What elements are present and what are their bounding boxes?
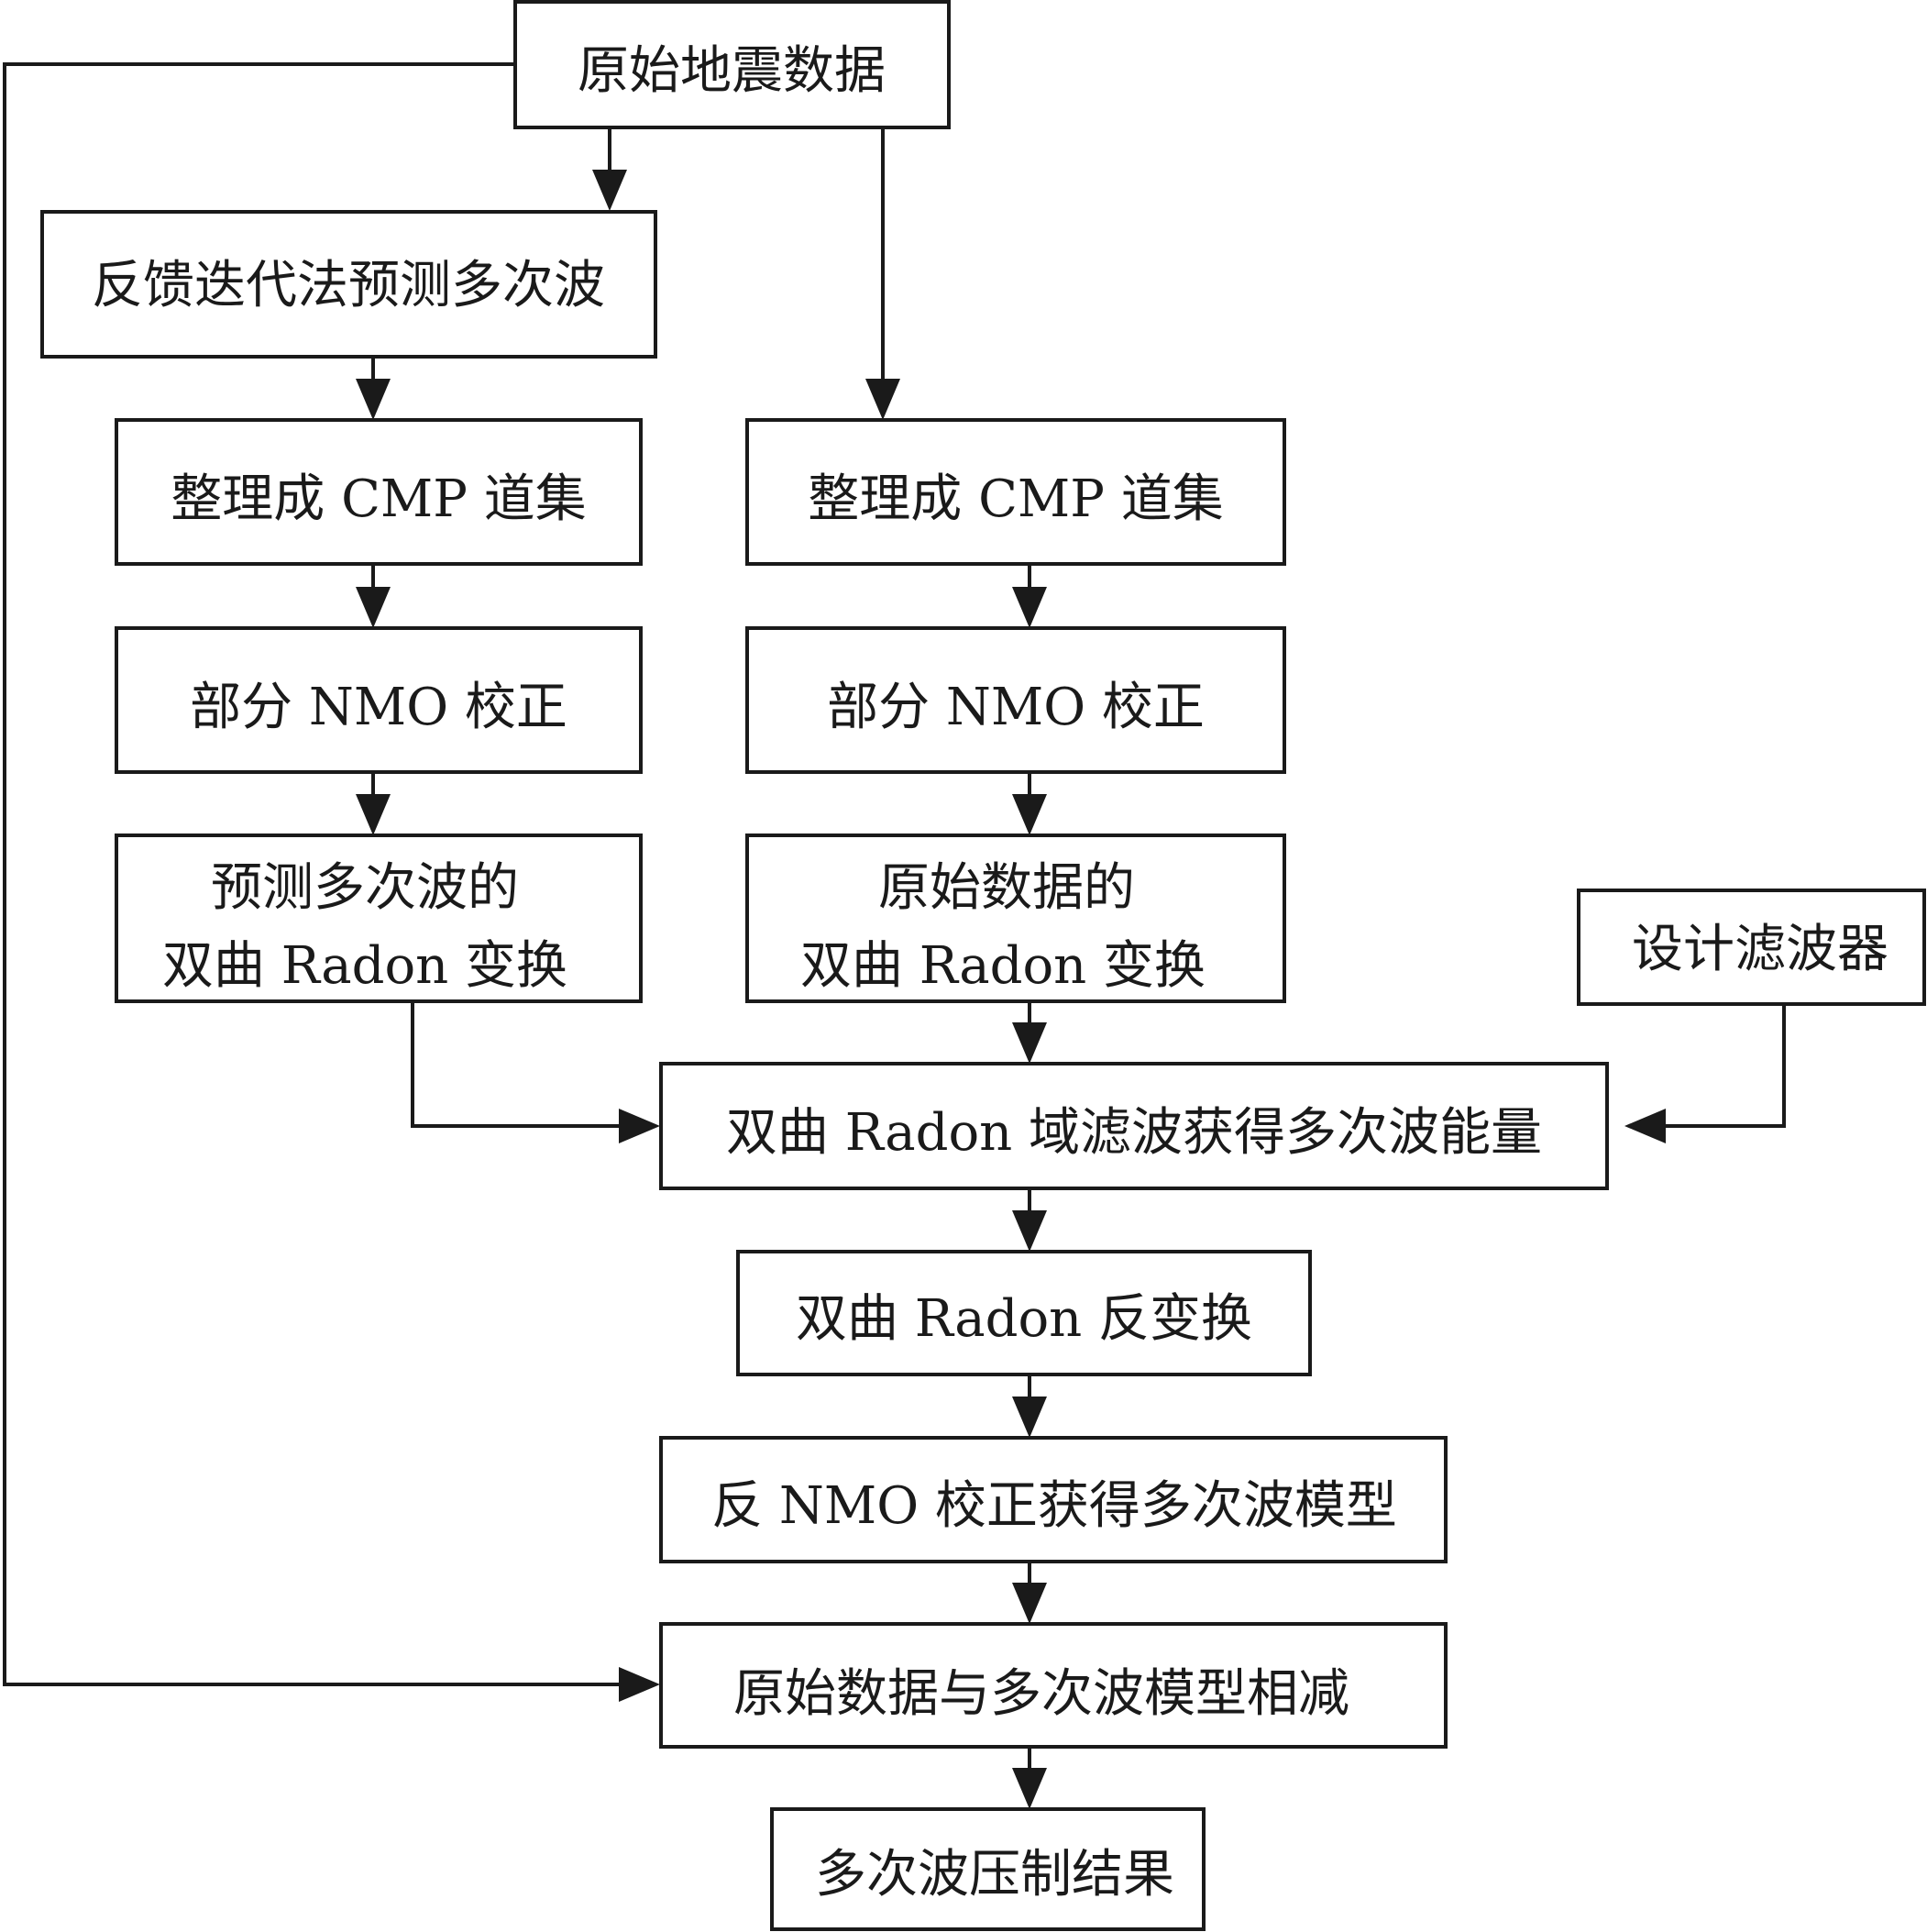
node-box [115, 834, 643, 1003]
node-label: 反馈迭代法预测多次波 [92, 256, 605, 315]
node-inverse-radon: 双曲 Radon 反变换 [736, 1250, 1312, 1376]
node-nmo-right: 部分 NMO 校正 [745, 626, 1286, 774]
node-label: 多次波压制结果 [815, 1845, 1174, 1904]
arrowhead [1624, 1109, 1666, 1143]
node-label: 原始地震数据 [578, 41, 886, 101]
node-box [659, 1622, 1448, 1749]
node-box [745, 418, 1286, 566]
arrowhead [356, 587, 391, 628]
node-box [770, 1807, 1206, 1931]
node-label-line-2: 双曲 Radon 变换 [162, 936, 567, 996]
node-box [745, 626, 1286, 774]
node-box [513, 0, 951, 129]
node-radon-left: 预测多次波的 双曲 Radon 变换 [115, 834, 643, 1003]
node-subtract: 原始数据与多次波模型相减 [659, 1622, 1448, 1749]
node-label: 设计滤波器 [1632, 920, 1888, 979]
edge-raw-to-subtract [3, 62, 625, 1686]
edge-design-to-filter [1659, 1005, 1786, 1128]
node-box [659, 1436, 1448, 1563]
arrowhead [1012, 1022, 1047, 1064]
node-label: 整理成 CMP 道集 [171, 469, 586, 529]
node-cmp-left: 整理成 CMP 道集 [115, 418, 643, 566]
connectors [3, 62, 1786, 1809]
node-cmp-right: 整理成 CMP 道集 [745, 418, 1286, 566]
node-box [1577, 889, 1926, 1006]
node-label: 整理成 CMP 道集 [808, 469, 1223, 529]
node-nmo-left: 部分 NMO 校正 [115, 626, 643, 774]
arrowhead [619, 1667, 660, 1702]
arrowhead [1012, 1210, 1047, 1252]
node-label: 原始数据与多次波模型相减 [733, 1664, 1349, 1724]
node-box [115, 418, 643, 566]
arrowhead [1012, 587, 1047, 628]
node-raw-data: 原始地震数据 [513, 0, 951, 129]
node-box [659, 1062, 1609, 1190]
node-label-line-1: 原始数据的 [878, 858, 1135, 918]
node-inverse-nmo: 反 NMO 校正获得多次波模型 [659, 1436, 1448, 1563]
arrowhead [356, 794, 391, 835]
arrowhead [865, 379, 900, 420]
node-predict: 反馈迭代法预测多次波 [40, 210, 657, 359]
arrowhead [1012, 1768, 1047, 1809]
node-box [115, 626, 643, 774]
arrowhead [592, 170, 627, 211]
arrowhead [1012, 1397, 1047, 1438]
arrowhead [1012, 794, 1047, 835]
node-label: 双曲 Radon 反变换 [796, 1289, 1252, 1349]
node-design-filter: 设计滤波器 [1577, 889, 1926, 1006]
arrowhead [1012, 1583, 1047, 1624]
arrowhead [619, 1109, 660, 1143]
node-box [745, 834, 1286, 1003]
edge-radon-left-to-filter [411, 1003, 625, 1128]
arrowhead [356, 379, 391, 420]
node-label-line-2: 双曲 Radon 变换 [800, 936, 1206, 996]
node-radon-filter: 双曲 Radon 域滤波获得多次波能量 [659, 1062, 1609, 1190]
node-box [40, 210, 657, 359]
node-label: 部分 NMO 校正 [190, 678, 567, 737]
node-box [736, 1250, 1312, 1376]
node-radon-right: 原始数据的 双曲 Radon 变换 [745, 834, 1286, 1003]
node-label-line-1: 预测多次波的 [211, 858, 519, 918]
node-label: 部分 NMO 校正 [827, 678, 1205, 737]
node-label: 反 NMO 校正获得多次波模型 [711, 1476, 1397, 1536]
node-label: 双曲 Radon 域滤波获得多次波能量 [726, 1103, 1542, 1163]
node-result: 多次波压制结果 [770, 1807, 1206, 1931]
